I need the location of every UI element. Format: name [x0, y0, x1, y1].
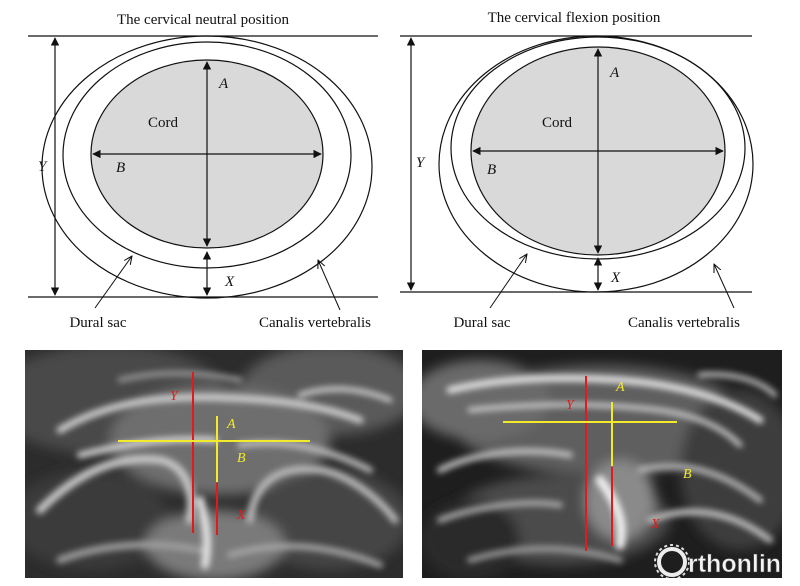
neutral-label-b: B: [116, 160, 125, 176]
flexion-mri-label-x: X: [650, 517, 660, 532]
flexion-label-x: X: [610, 270, 621, 286]
flexion-diagram: The cervical flexion position Cord A B Y…: [400, 10, 754, 331]
watermark: rthonlin: [654, 544, 781, 580]
neutral-mri-label-x: X: [236, 508, 246, 523]
flexion-mri-label-b: B: [683, 467, 692, 482]
watermark-logo-icon: [654, 544, 690, 580]
flexion-label-b: B: [487, 162, 496, 178]
flexion-dural-sac-label: Dural sac: [453, 315, 510, 331]
neutral-mri-image: Y A B X: [25, 350, 403, 578]
neutral-label-a: A: [218, 76, 229, 92]
neutral-canalis-outline: [41, 35, 373, 299]
neutral-canalis-pointer: [318, 260, 341, 311]
flexion-label-a: A: [609, 65, 620, 81]
flexion-mri-image: Y A B X rthonlin: [422, 350, 782, 580]
neutral-cord-label: Cord: [148, 115, 179, 131]
neutral-canalis-label: Canalis vertebralis: [259, 315, 371, 331]
watermark-text: rthonlin: [688, 550, 781, 578]
neutral-diagram: The cervical neutral position Cord A B Y…: [28, 12, 378, 331]
flexion-dural-sac-pointer: [489, 254, 527, 309]
neutral-dural-sac-label: Dural sac: [69, 315, 126, 331]
flexion-canalis-pointer: [714, 264, 735, 309]
neutral-mri-label-a: A: [226, 417, 236, 432]
neutral-dural-sac-pointer: [94, 256, 132, 309]
neutral-title: The cervical neutral position: [117, 12, 290, 28]
neutral-mri-label-b: B: [237, 451, 246, 466]
flexion-title: The cervical flexion position: [488, 10, 661, 26]
neutral-label-y: Y: [38, 159, 48, 175]
flexion-label-y: Y: [416, 155, 426, 171]
flexion-cord-label: Cord: [542, 115, 573, 131]
neutral-mri-label-y: Y: [170, 389, 180, 404]
neutral-label-x: X: [224, 274, 235, 290]
flexion-canalis-label: Canalis vertebralis: [628, 315, 740, 331]
flexion-mri-label-y: Y: [566, 398, 576, 413]
flexion-canalis-outline: [438, 35, 754, 293]
flexion-mri-label-a: A: [615, 380, 625, 395]
